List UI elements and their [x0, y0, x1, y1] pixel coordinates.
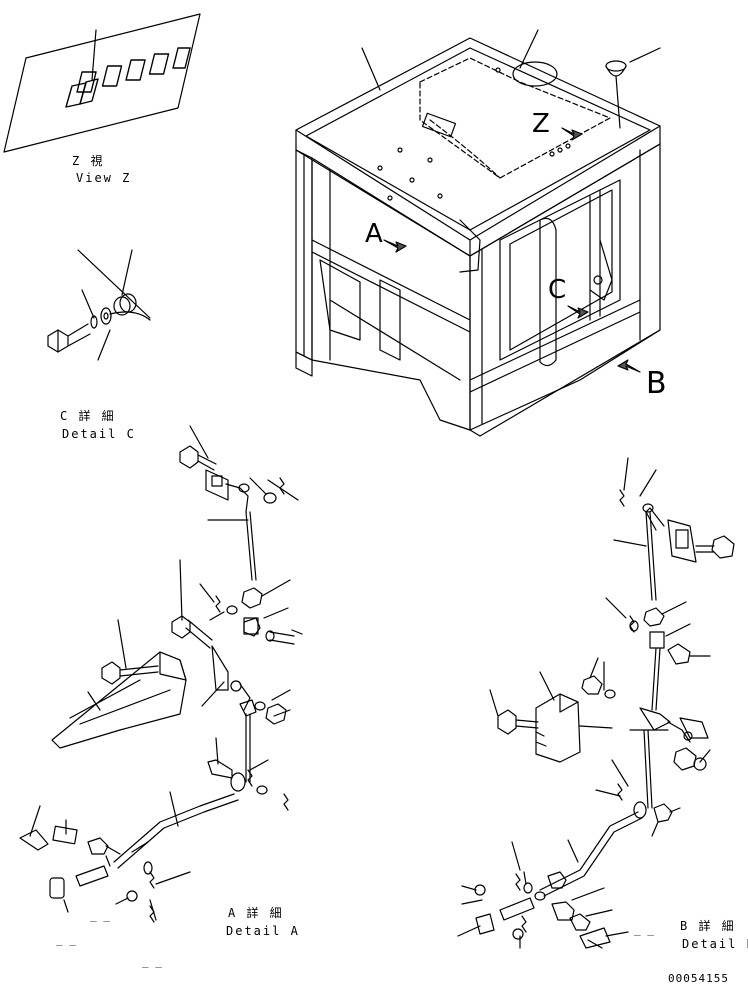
antenna [605, 60, 627, 129]
detail-c-label-en: Detail C [62, 427, 136, 441]
detail-a-label-en: Detail A [226, 924, 300, 938]
arrow-z [561, 127, 583, 141]
blank-callout: _ _ [90, 909, 110, 922]
view-arrows [383, 127, 641, 373]
detail-b-parts [457, 457, 735, 949]
blank-callout: _ _ [634, 923, 654, 936]
blank-callout: _ _ [56, 933, 76, 946]
view-z-label-en: View Z [76, 171, 132, 185]
arrow-c [567, 305, 589, 319]
decal-lettering [65, 47, 191, 108]
decal-plate [3, 13, 201, 153]
arrow-a [383, 239, 407, 253]
detail-a-parts [19, 425, 303, 923]
detail-b-label-en: Detail B [682, 937, 748, 951]
arrow-b-letter: B [646, 366, 667, 401]
cab-assembly [295, 29, 661, 437]
view-z-label-jp: Z 視 [72, 154, 105, 168]
drawing-number: 00054155 [668, 972, 729, 985]
blank-callout: _ _ [142, 955, 162, 968]
detail-b-label-jp: B 詳 細 [680, 919, 736, 933]
detail-a-label-jp: A 詳 細 [228, 906, 284, 920]
arrow-c-letter: C [548, 275, 567, 305]
detail-c-parts [47, 249, 151, 361]
arrow-b [617, 359, 641, 373]
bolt-a-top [179, 425, 217, 471]
bolt-c [47, 323, 91, 353]
arrow-a-letter: A [365, 219, 383, 249]
arrow-z-letter: Z [532, 109, 550, 139]
detail-c-label-jp: C 詳 細 [60, 409, 116, 423]
